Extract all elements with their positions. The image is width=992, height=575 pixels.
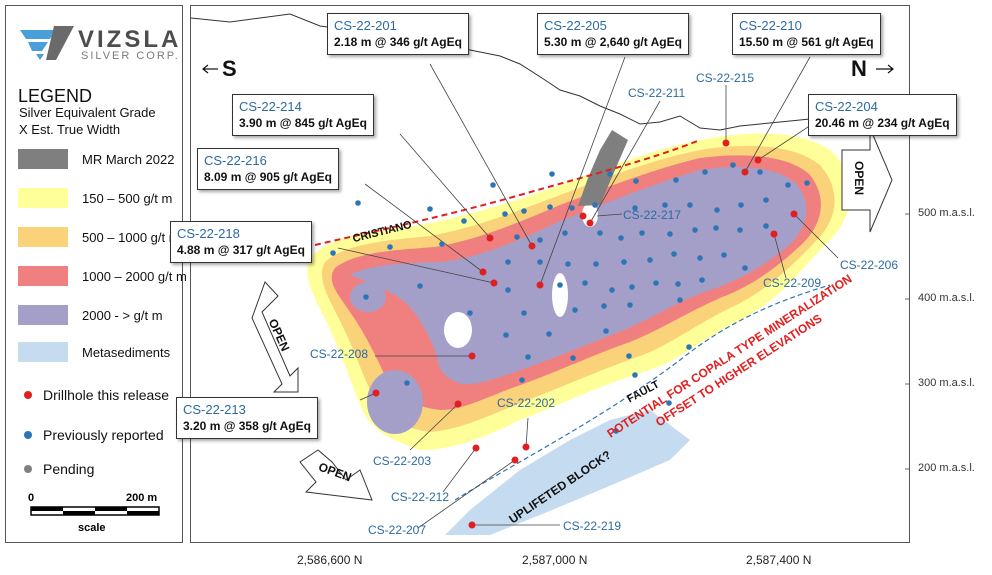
label-cs-22-219: CS-22-219 — [563, 519, 622, 533]
company-name: VIZSLA — [78, 26, 182, 53]
label-cs-22-215: CS-22-215 — [696, 71, 755, 85]
callout-cs-22-213: CS-22-213 3.20 m @ 358 g/t AgEq — [176, 397, 318, 439]
legend-swatch-500-1000 — [18, 227, 68, 247]
label-cs-22-211: CS-22-211 — [628, 86, 686, 100]
elevation-300: 300 m.a.s.l. — [918, 377, 975, 389]
legend-label-1000-2000: 1000 – 2000 g/t m — [82, 269, 187, 284]
legend-panel: VIZSLA SILVER CORP. LEGEND Silver Equiva… — [5, 5, 187, 543]
this-release-holes — [372, 139, 798, 529]
scale-start: 0 — [28, 492, 35, 504]
company-subtitle: SILVER CORP. — [81, 50, 180, 62]
legend-label-previously-reported: Previously reported — [43, 427, 164, 443]
legend-swatch-metasediments — [18, 342, 68, 362]
label-cs-22-212: CS-22-212 — [391, 490, 450, 504]
grade-gap-1 — [444, 312, 472, 348]
callout-cs-22-216: CS-22-216 8.09 m @ 905 g/t AgEq — [197, 148, 339, 190]
callout-cs-22-205: CS-22-205 5.30 m @ 2,640 g/t AgEq — [537, 13, 689, 55]
vizsla-logo-icon — [20, 26, 74, 60]
legend-dot-previously-reported — [24, 431, 32, 439]
legend-swatch-mr — [18, 149, 68, 169]
legend-dot-this-release — [24, 391, 32, 399]
easting-2586600: 2,586,600 N — [297, 553, 363, 567]
direction-arrows — [202, 64, 894, 74]
legend-label-2000: 2000 - > g/t m — [82, 308, 163, 323]
north-label: N — [851, 56, 867, 81]
legend-title: LEGEND — [18, 86, 93, 106]
legend-dot-pending — [24, 465, 32, 473]
easting-2587000: 2,587,000 N — [522, 553, 588, 567]
label-cs-22-208: CS-22-208 — [310, 347, 369, 361]
pending-mr-zone — [578, 130, 628, 206]
legend-label-mr: MR March 2022 — [82, 152, 175, 167]
callout-cs-22-204: CS-22-204 20.46 m @ 234 g/t AgEq — [808, 94, 957, 136]
legend-label-metasediments: Metasediments — [82, 345, 171, 360]
metasediment-block — [445, 410, 690, 535]
legend-label-this-release: Drillhole this release — [43, 387, 170, 403]
legend-swatch-150-500 — [18, 188, 68, 208]
legend-subtitle-grade: Silver Equivalent Grade — [19, 105, 156, 120]
map-frame — [190, 5, 910, 543]
scale-end: 200 m — [126, 492, 158, 504]
elevation-500: 500 m.a.s.l. — [918, 207, 975, 219]
elevation-200: 200 m.a.s.l. — [918, 462, 975, 474]
grade-zone-2000-lobe-south — [367, 370, 423, 434]
previously-reported-holes — [330, 162, 810, 434]
fault-line — [454, 284, 831, 501]
legend-label-500-1000: 500 – 1000 g/t m — [82, 230, 180, 245]
south-label: S — [222, 56, 237, 81]
callout-cs-22-214: CS-22-214 3.90 m @ 845 g/t AgEq — [232, 94, 374, 136]
elevation-400: 400 m.a.s.l. — [918, 292, 975, 304]
legend-swatch-2000 — [18, 305, 68, 325]
scale-bar — [30, 506, 160, 516]
label-cs-22-217: CS-22-217 — [623, 208, 682, 222]
leader-lines — [337, 56, 839, 529]
open-label-north: OPEN — [852, 160, 867, 196]
cristiano-structure — [314, 139, 701, 246]
open-arrow-south — [299, 449, 373, 501]
legend-swatch-1000-2000 — [18, 266, 68, 286]
open-arrow-south-west — [251, 281, 299, 393]
easting-2587400: 2,587,400 N — [746, 553, 812, 567]
callout-cs-22-201: CS-22-201 2.18 m @ 346 g/t AgEq — [327, 13, 469, 55]
open-arrow-north — [841, 127, 893, 233]
label-cs-22-202: CS-22-202 — [497, 396, 556, 410]
callout-cs-22-210: CS-22-210 15.50 m @ 561 g/t AgEq — [732, 13, 881, 55]
elevation-ticks — [905, 213, 909, 470]
label-cs-22-203: CS-22-203 — [373, 454, 432, 468]
legend-subtitle-width: X Est. True Width — [19, 122, 121, 137]
grade-gap-3 — [582, 203, 598, 227]
grade-gap-2 — [552, 273, 568, 317]
label-cs-22-206: CS-22-206 — [840, 258, 899, 272]
callout-cs-22-218: CS-22-218 4.88 m @ 317 g/t AgEq — [170, 221, 312, 263]
scale-label: scale — [78, 522, 106, 534]
label-cs-22-207: CS-22-207 — [368, 523, 427, 537]
label-cs-22-209: CS-22-209 — [763, 276, 822, 290]
legend-label-pending: Pending — [43, 461, 95, 477]
legend-label-150-500: 150 – 500 g/t m — [82, 191, 173, 206]
